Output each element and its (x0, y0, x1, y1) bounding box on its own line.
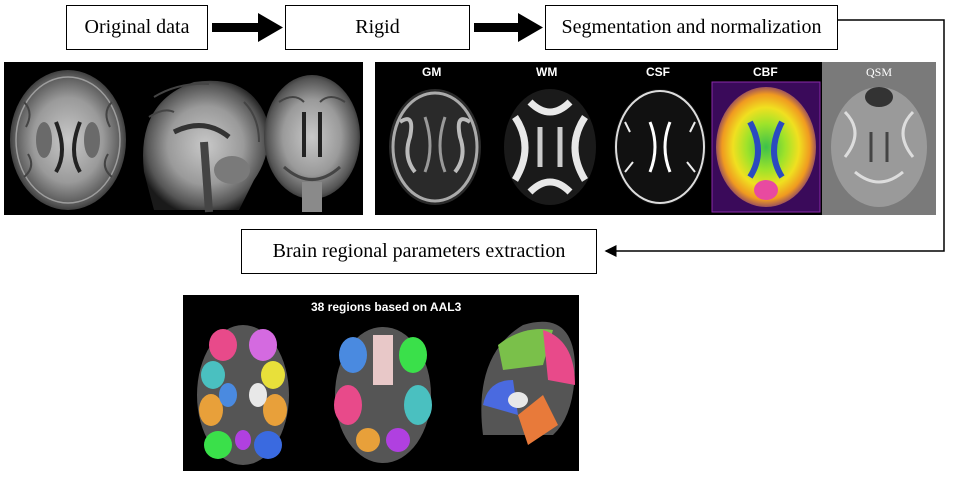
original-data-panel (4, 62, 363, 215)
original-mri-images (10, 70, 360, 213)
step-rigid-box: Rigid (285, 5, 470, 50)
step-extraction-box: Brain regional parameters extraction (241, 229, 597, 274)
coronal-t1-image (264, 75, 360, 212)
csf-map: CSF (614, 65, 706, 205)
gm-label: GM (422, 65, 441, 79)
cbf-label: CBF (753, 65, 778, 79)
wm-map: WM (504, 65, 596, 205)
step-segmentation-box: Segmentation and normalization (545, 5, 838, 50)
qsm-label: QSM (866, 65, 892, 79)
atlas-coronal-image (334, 327, 432, 463)
atlas-panel: 38 regions based on AAL3 (183, 295, 579, 471)
wm-label: WM (536, 65, 557, 79)
sagittal-t1-image (143, 80, 269, 213)
atlas-images: 38 regions based on AAL3 (197, 300, 575, 465)
step-extraction-label: Brain regional parameters extraction (272, 240, 566, 262)
atlas-title: 38 regions based on AAL3 (311, 300, 462, 314)
arrow-rigid-to-segmentation (474, 13, 543, 42)
arrow-original-to-rigid (212, 13, 283, 42)
step-original-data-box: Original data (66, 5, 208, 50)
csf-label: CSF (646, 65, 670, 79)
atlas-axial-image (197, 325, 289, 465)
gm-map: GM (389, 65, 481, 205)
qsm-map: QSM (822, 62, 936, 215)
cbf-map: CBF (711, 65, 821, 213)
step-segmentation-label: Segmentation and normalization (561, 16, 822, 38)
axial-t1-image (10, 70, 126, 210)
segmentation-maps-panel: GM WM CSF CBF (375, 62, 936, 215)
step-original-data-label: Original data (84, 16, 190, 38)
step-rigid-label: Rigid (355, 16, 400, 38)
segmentation-maps: GM WM CSF CBF (389, 62, 936, 215)
atlas-sagittal-image (481, 321, 575, 445)
